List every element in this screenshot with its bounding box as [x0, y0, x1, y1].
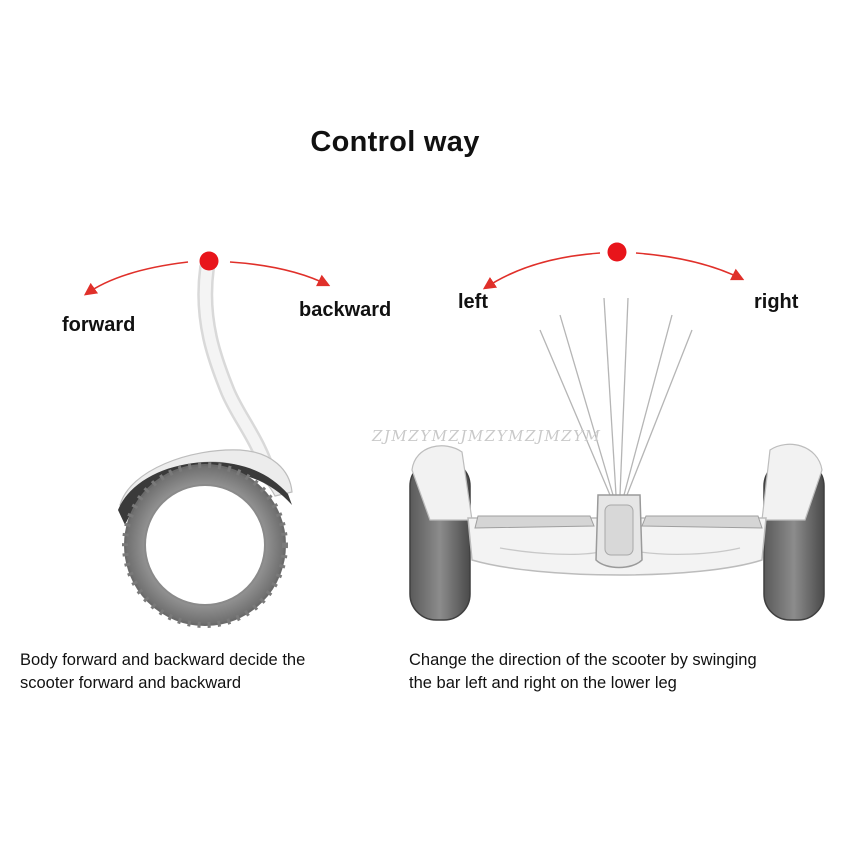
pivot-dot-left [199, 251, 219, 271]
caption-left-line2: scooter forward and backward [20, 674, 242, 692]
caption-left: Body forward and backward decide the sco… [20, 649, 305, 695]
forward-backward-arc-arrow [83, 261, 189, 296]
front-view-scooter [409, 242, 825, 621]
side-wheel-hub [144, 484, 266, 606]
label-right: right [754, 291, 799, 313]
foot-pad-right [641, 515, 763, 529]
label-left: left [458, 291, 488, 313]
diagram-title: Control way [310, 126, 480, 158]
pivot-dot-right [607, 242, 627, 262]
caption-left-line1: Body forward and backward decide the [20, 651, 306, 669]
watermark: ZJMZYMZJMZYMZJMZYM [372, 427, 602, 445]
side-view-scooter [83, 251, 331, 628]
caption-right-line1: Change the direction of the scooter by s… [409, 651, 757, 669]
caption-right-line2: the bar left and right on the lower leg [409, 674, 677, 692]
caption-right: Change the direction of the scooter by s… [409, 649, 757, 695]
foot-pad-left [474, 515, 595, 529]
label-forward: forward [62, 314, 136, 336]
left-right-arc-arrow [482, 252, 601, 290]
bar-swing-lines [539, 297, 693, 496]
label-backward: backward [299, 299, 392, 321]
